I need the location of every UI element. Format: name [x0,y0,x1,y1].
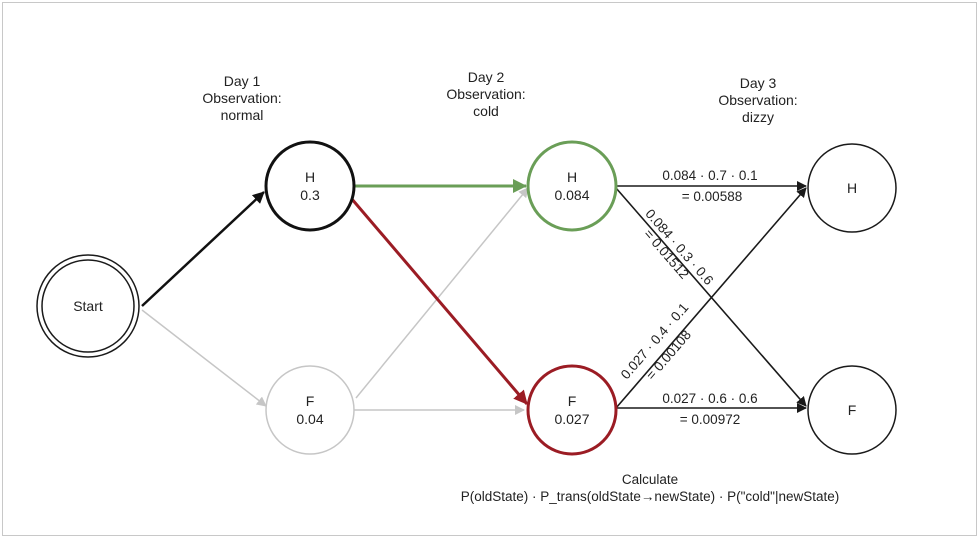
edge-h1-f2-worst [349,197,529,405]
day2-title: Day 2 [467,69,505,85]
node-h3 [807,143,897,233]
edge-start-h1 [141,191,265,307]
day3-header: Day 3 Observation: dizzy [678,75,838,126]
node-f2-label: F 0.027 [532,392,612,428]
day1-header: Day 1 Observation: normal [162,73,322,124]
h3-state: H [846,180,858,196]
node-f2 [526,364,618,456]
h2-prob: 0.084 [554,187,590,203]
calculate-caption: Calculate P(oldState) · P_trans(oldState… [380,471,920,505]
node-f3 [807,365,897,455]
edge-start-f1 [141,309,267,407]
node-f1 [265,365,355,455]
node-h1-label: H 0.3 [270,168,350,204]
day1-obs-value: normal [220,107,264,123]
node-h2 [526,140,618,232]
node-start-label: Start [48,297,128,315]
node-f3-label: F [812,401,892,419]
h1-prob: 0.3 [300,187,320,203]
formula-ff-result: = 0.00972 [680,412,740,427]
node-start-outer [36,254,140,358]
day1-obs-label: Observation: [202,90,282,106]
formula-hh-result: = 0.00588 [682,189,742,204]
h2-state: H [566,169,578,185]
day3-obs-value: dizzy [742,109,774,125]
f3-state: F [847,402,857,418]
day3-obs-label: Observation: [718,92,798,108]
day2-header: Day 2 Observation: cold [406,69,566,120]
node-h3-label: H [812,179,892,197]
day3-title: Day 3 [739,75,777,91]
edge-f2-h3 [615,187,807,409]
f1-prob: 0.04 [296,411,324,427]
day2-obs-label: Observation: [446,86,526,102]
f1-state: F [305,393,315,409]
node-h1 [264,140,356,232]
day2-obs-value: cold [473,103,499,119]
calculate-title: Calculate [621,472,679,487]
formula-ff-expr: 0.027 · 0.6 · 0.6 [662,391,757,406]
node-f1-label: F 0.04 [270,392,350,428]
f2-prob: 0.027 [554,411,590,427]
calculate-formula: P(oldState) · P_trans(oldState→newState)… [460,489,840,504]
formula-hh-expr: 0.084 · 0.7 · 0.1 [662,168,757,183]
node-h2-label: H 0.084 [532,168,612,204]
node-start-inner [41,259,135,353]
day1-title: Day 1 [223,73,261,89]
edge-f1-h2 [355,187,529,399]
f2-state: F [567,393,577,409]
h1-state: H [304,169,316,185]
start-text: Start [73,298,103,314]
